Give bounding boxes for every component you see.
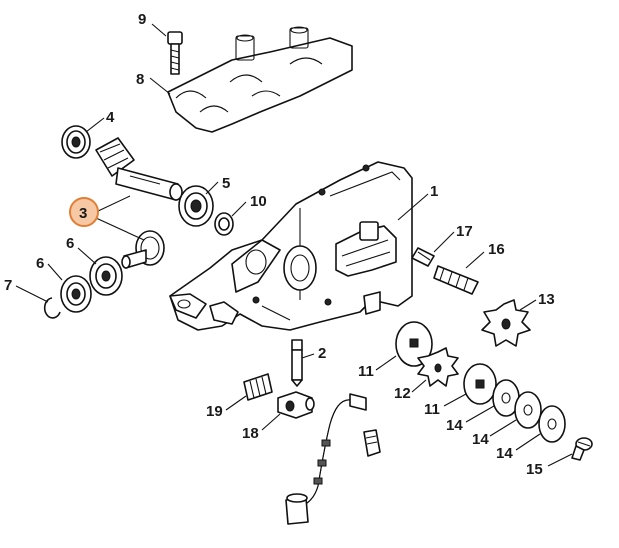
label-6-upper: 6	[66, 235, 74, 252]
part-11-washer-upper[interactable]	[395, 321, 433, 367]
label-16: 16	[488, 241, 505, 258]
highlight-ring	[69, 197, 99, 227]
label-15: 15	[526, 461, 543, 478]
label-14-second: 14	[472, 431, 489, 448]
part-13-sprocket[interactable]	[481, 299, 531, 347]
label-3: 3	[79, 205, 87, 222]
highlighted-callout-3[interactable]: 3	[69, 197, 99, 227]
part-19-spring[interactable]	[243, 373, 273, 401]
label-19: 19	[206, 403, 223, 420]
label-14-first: 14	[446, 417, 463, 434]
part-5-ball-bearing[interactable]	[178, 185, 214, 227]
oil-hose[interactable]	[285, 393, 381, 525]
part-labels: 9 8 4 5 10 6 6 7 1 17 16 13 2 11 12 11 1…	[4, 11, 555, 478]
part-11-washer-lower[interactable]	[463, 363, 497, 405]
part-15-screw[interactable]	[571, 437, 593, 461]
part-4-ball-bearing[interactable]	[61, 125, 91, 159]
part-7-circlip[interactable]	[43, 297, 61, 319]
label-9: 9	[138, 11, 146, 28]
label-13: 13	[538, 291, 555, 308]
part-14-washer-2[interactable]	[514, 391, 542, 429]
label-17: 17	[456, 223, 473, 240]
label-11-lower: 11	[424, 401, 440, 418]
part-2-pin[interactable]	[291, 339, 303, 387]
label-18: 18	[242, 425, 259, 442]
part-18-tee-fitting[interactable]	[277, 391, 315, 419]
label-1: 1	[430, 183, 438, 200]
label-11-upper: 11	[358, 363, 374, 380]
label-12: 12	[394, 385, 411, 402]
part-12-sprocket[interactable]	[417, 347, 459, 387]
label-2: 2	[318, 345, 326, 362]
leader-lines	[15, 23, 573, 467]
part-16-threaded-stud[interactable]	[433, 265, 479, 295]
label-6-lower: 6	[36, 255, 44, 272]
part-9-screw[interactable]	[167, 31, 183, 75]
part-3-gear-shaft[interactable]	[95, 137, 183, 201]
part-8-bearing-bracket[interactable]	[167, 26, 353, 133]
label-7: 7	[4, 277, 12, 294]
label-14-third: 14	[496, 445, 513, 462]
label-5: 5	[222, 175, 230, 192]
part-10-seal-ring[interactable]	[214, 212, 234, 236]
part-6-ball-bearing-upper[interactable]	[89, 256, 123, 296]
part-14-washer-3[interactable]	[538, 405, 566, 443]
label-10: 10	[250, 193, 267, 210]
part-6-ball-bearing-lower[interactable]	[60, 275, 92, 313]
label-8: 8	[136, 71, 144, 88]
part-17-set-screw[interactable]	[411, 247, 435, 267]
part-1-gearbox-housing[interactable]	[169, 161, 413, 331]
part-3-pinion-gear[interactable]	[121, 230, 165, 269]
label-4: 4	[106, 109, 115, 126]
